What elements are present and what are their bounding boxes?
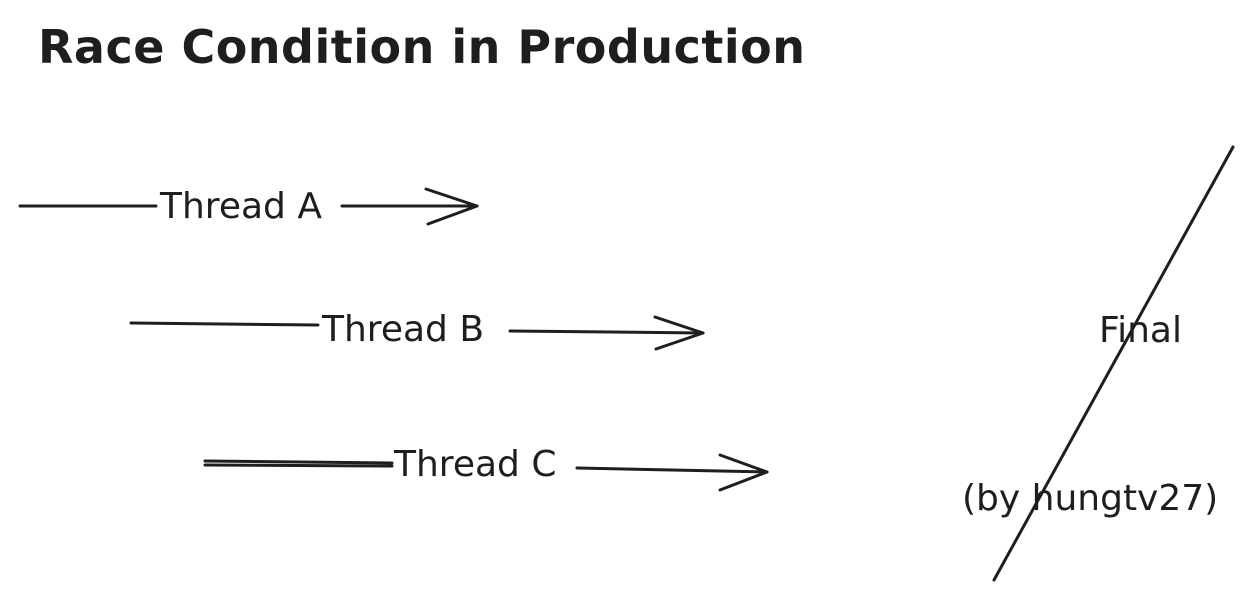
thread-c-arrow: Thread C: [203, 444, 769, 492]
thread-c-line-left-double: [203, 463, 394, 468]
thread-a-label: Thread A: [159, 186, 322, 227]
thread-c-arrowhead: [718, 453, 769, 492]
thread-c-line-right: [575, 466, 769, 474]
author-label: (by hungtv27): [962, 478, 1218, 519]
thread-c-line-left: [203, 459, 394, 465]
strike-through-line: [992, 145, 1235, 582]
diagram-title: Race Condition in Production: [38, 20, 806, 74]
thread-c-label: Thread C: [393, 444, 556, 485]
thread-b-arrowhead: [653, 315, 705, 351]
thread-a-arrow: Thread A: [18, 186, 479, 227]
thread-b-line-left: [129, 321, 320, 327]
thread-b-arrow: Thread B: [129, 309, 705, 351]
thread-a-arrowhead: [424, 187, 479, 226]
thread-b-label: Thread B: [321, 309, 484, 350]
thread-b-line-right: [508, 329, 705, 335]
